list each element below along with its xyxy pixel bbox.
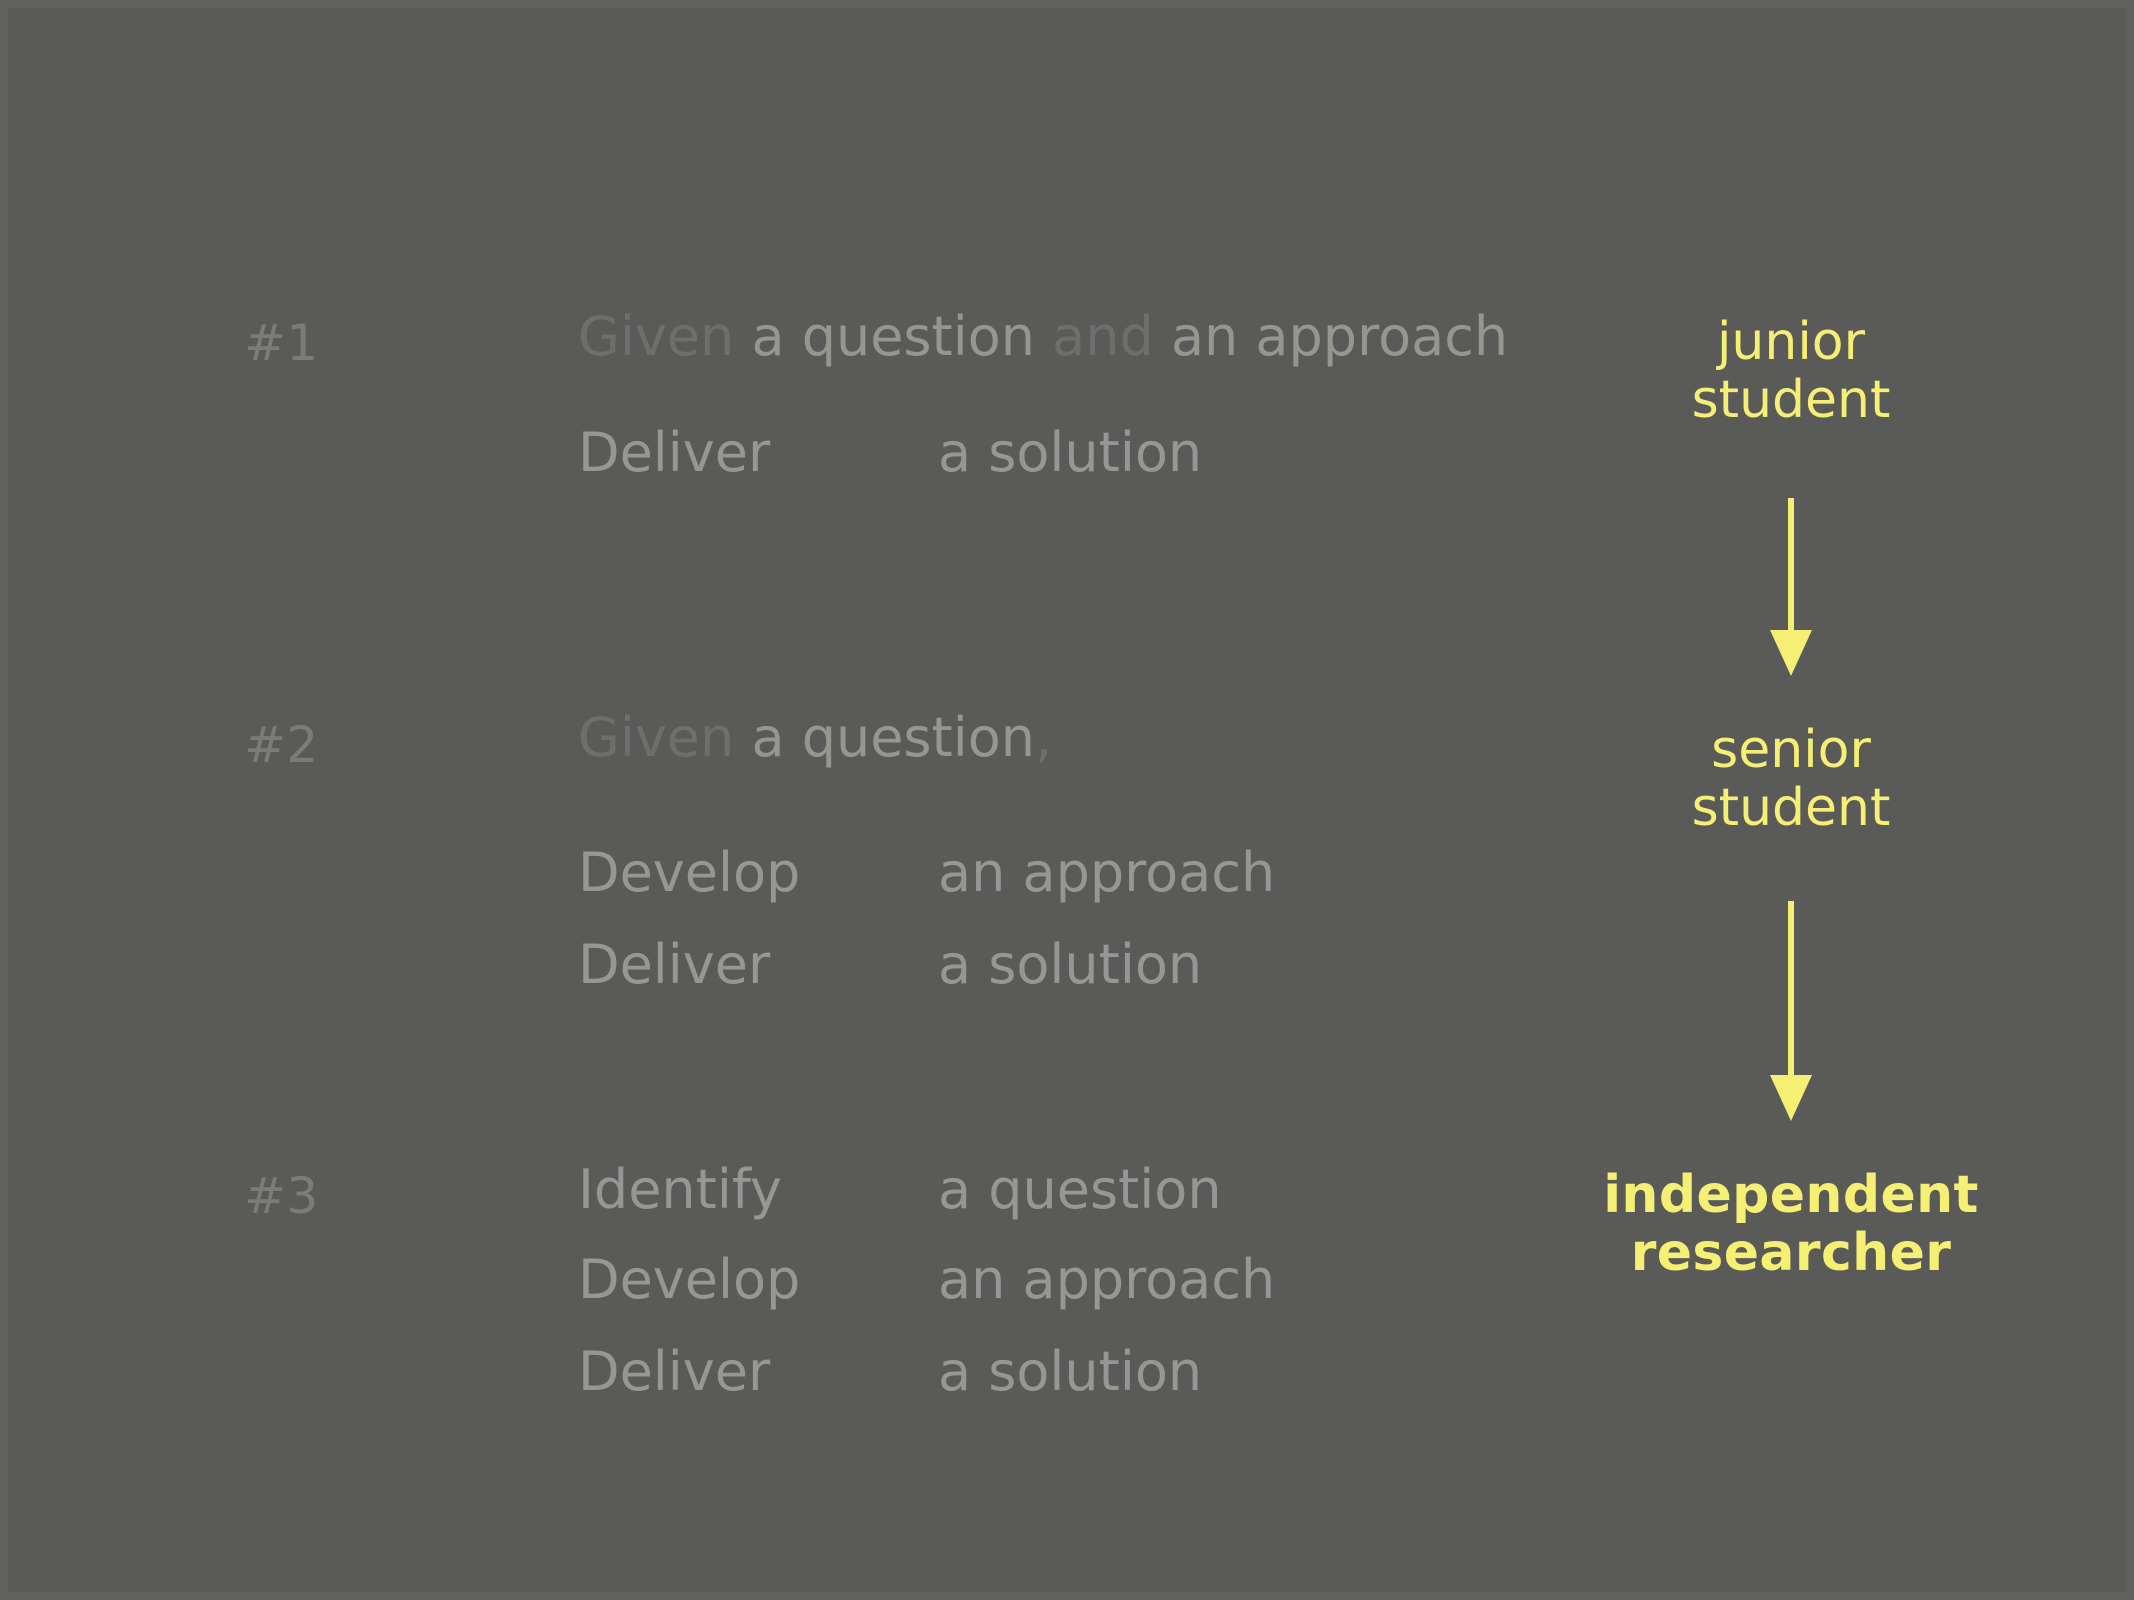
- stage-2-object-1: a question: [751, 706, 1035, 769]
- stage-3-step-2-object: an approach: [938, 1248, 1276, 1311]
- stage-2-step-1-verb: Develop: [578, 841, 801, 904]
- stage-3-step-3-object: a solution: [938, 1340, 1203, 1403]
- stage-3-step-1-object: a question: [938, 1158, 1222, 1221]
- arrow-senior-to-independent-icon: [1770, 901, 1812, 1123]
- stage-1-object-1: a question: [751, 305, 1035, 368]
- stage-1-conjunction: and: [1052, 305, 1154, 368]
- stage-2-step-2-verb: Deliver: [578, 933, 771, 996]
- stage-3-step-1-verb: Identify: [578, 1158, 782, 1221]
- stage-2-given-verb: Given: [578, 706, 735, 769]
- stage-1-sentence: Given a question and an approach: [578, 310, 1508, 364]
- stage-3-step-3-verb: Deliver: [578, 1340, 771, 1403]
- role-senior-student: senior student: [1691, 720, 1891, 839]
- stage-2-step-1-object: an approach: [938, 841, 1276, 904]
- role-independent-researcher: independent researcher: [1603, 1165, 1979, 1284]
- stage-2-sentence: Given a question,: [578, 711, 1052, 765]
- role-junior-student: junior student: [1691, 312, 1891, 431]
- stage-2-step-2-object: a solution: [938, 933, 1203, 996]
- stage-2-conjunction: ,: [1035, 706, 1053, 769]
- arrow-head: [1770, 1075, 1812, 1121]
- arrow-junior-to-senior-icon: [1770, 498, 1812, 678]
- arrow-head: [1770, 630, 1812, 676]
- stage-number-3: #3: [244, 1167, 319, 1225]
- stage-number-1: #1: [244, 314, 319, 372]
- arrow-shaft: [1788, 498, 1794, 632]
- arrow-shaft: [1788, 901, 1794, 1077]
- stage-1-given-verb: Given: [578, 305, 735, 368]
- stage-1-step-1-object: a solution: [938, 421, 1203, 484]
- stage-1-object-2: an approach: [1170, 305, 1509, 368]
- stage-number-2: #2: [244, 716, 319, 774]
- stage-3-step-2-verb: Develop: [578, 1248, 801, 1311]
- stage-1-step-1-verb: Deliver: [578, 421, 771, 484]
